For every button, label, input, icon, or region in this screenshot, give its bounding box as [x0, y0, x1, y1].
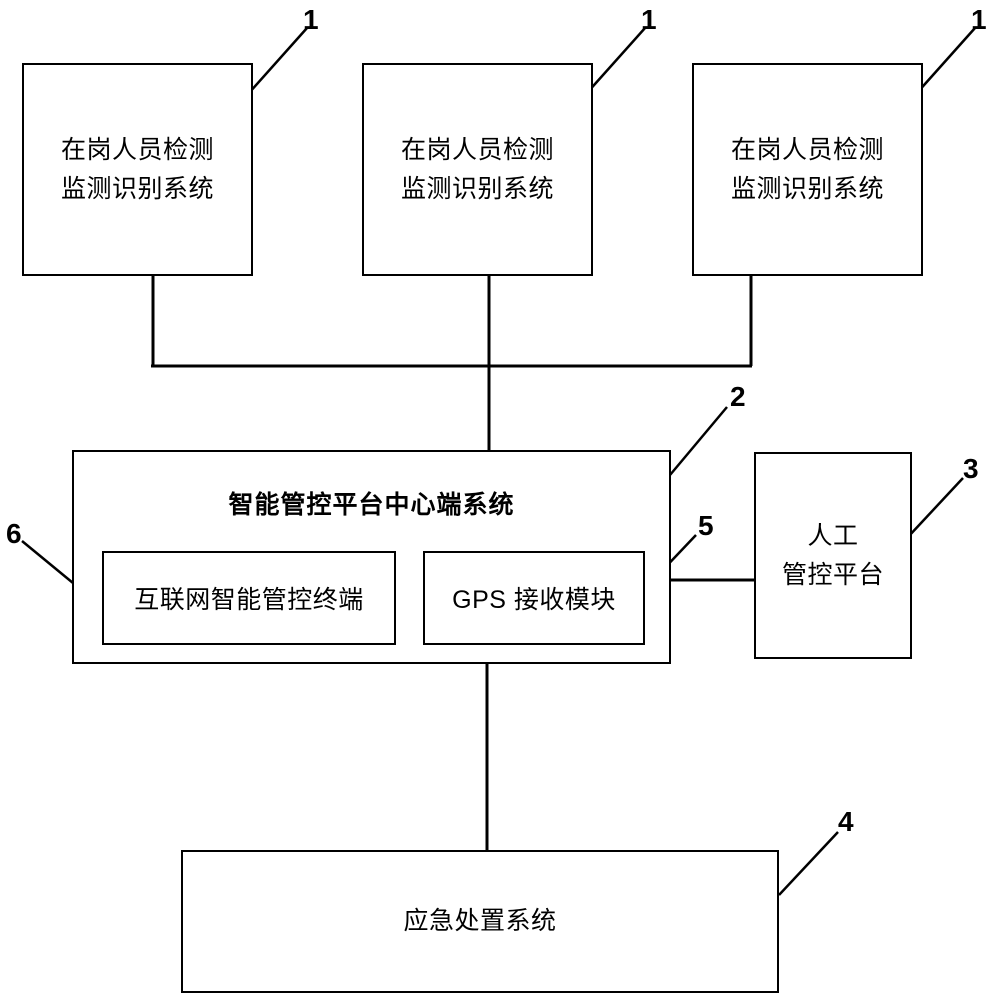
center-system-title: 智能管控平台中心端系统 — [228, 491, 515, 519]
node-label-line2: 监测识别系统 — [730, 174, 884, 203]
node-manual-control-platform[interactable]: 人工 管控平台 — [754, 452, 912, 659]
node-on-duty-detection-system-2[interactable]: 在岗人员检测 监测识别系统 — [362, 63, 593, 276]
reference-numeral-sensor-3: 1 — [971, 4, 987, 35]
reference-numeral-gps-module: 5 — [698, 510, 714, 541]
node-gps-receiver-module[interactable]: GPS 接收模块 — [423, 551, 645, 645]
leader-line-internet-terminal — [21, 540, 74, 584]
reference-numeral-sensor-1: 1 — [303, 4, 319, 35]
node-label-line1: 在岗人员检测 — [730, 135, 884, 164]
reference-numeral-emergency-system: 4 — [838, 806, 854, 837]
inner-gps-label: GPS 接收模块 — [452, 586, 616, 614]
leader-line-manual-platform — [907, 477, 964, 538]
node-label-line2: 监测识别系统 — [60, 174, 214, 203]
node-on-duty-detection-system-3[interactable]: 在岗人员检测 监测识别系统 — [692, 63, 923, 276]
inner-terminal-label: 互联网智能管控终端 — [134, 586, 364, 614]
node-emergency-response-system[interactable]: 应急处置系统 — [181, 850, 779, 993]
node-label-line2: 管控平台 — [781, 560, 884, 589]
leader-line-emergency-system — [778, 831, 839, 896]
reference-numeral-manual-platform: 3 — [963, 453, 979, 484]
node-on-duty-detection-system-1[interactable]: 在岗人员检测 监测识别系统 — [22, 63, 253, 276]
node-label-line1: 在岗人员检测 — [60, 135, 214, 164]
node-label-line2: 监测识别系统 — [400, 174, 554, 203]
reference-numeral-internet-terminal: 6 — [6, 518, 22, 549]
reference-numeral-center-system: 2 — [730, 381, 746, 412]
node-label-line1: 在岗人员检测 — [400, 135, 554, 164]
node-label-line1: 人工 — [807, 521, 859, 550]
leader-line-center-system — [669, 406, 728, 476]
node-intelligent-control-platform-center-system[interactable]: 智能管控平台中心端系统 互联网智能管控终端 GPS 接收模块 — [72, 450, 671, 664]
node-internet-intelligent-control-terminal[interactable]: 互联网智能管控终端 — [102, 551, 396, 645]
reference-numeral-sensor-2: 1 — [641, 4, 657, 35]
node-label-line1: 应急处置系统 — [403, 907, 557, 936]
